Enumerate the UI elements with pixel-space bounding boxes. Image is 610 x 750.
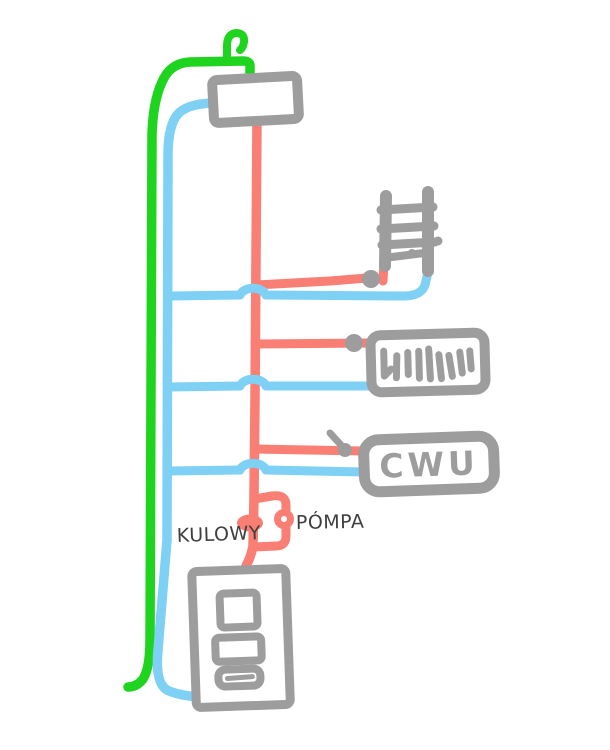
towel-radiator-rung-3 [377, 237, 440, 250]
towel-radiator-valve-icon [362, 270, 380, 288]
towel-radiator-knob-icon [433, 236, 443, 246]
supply-branch-towel-radiator [251, 273, 372, 290]
supply-main-pipe [239, 113, 262, 579]
expansion-tank-body [207, 71, 304, 128]
cwu-valve-icon [338, 443, 352, 457]
return-branch-towel-radiator [165, 267, 433, 301]
towel-radiator-rung-4 [380, 249, 428, 262]
panel-radiator-fin-9 [466, 347, 475, 373]
cwu-tank: CWU [358, 430, 500, 498]
vent-pipe-group [123, 29, 255, 692]
panel-radiator-fin-7 [445, 351, 456, 380]
boiler-hatch-middle [211, 632, 266, 666]
cwu-valve-lever-icon [326, 429, 345, 449]
panel-radiator-fin-3 [404, 349, 412, 378]
towel-radiator-rung-1 [376, 202, 438, 215]
boiler-hatch-bottom-slot [224, 674, 255, 681]
cwu-tank-label: CWU [379, 443, 480, 485]
panel-radiator [365, 327, 491, 398]
panel-radiator-fin-6 [435, 351, 445, 383]
expansion-tank [207, 71, 304, 128]
boiler [187, 564, 295, 712]
vent-pipe [123, 56, 255, 692]
panel-radiator-fin-8 [456, 348, 466, 377]
cwu-tank-body [358, 430, 500, 498]
return-branch-cwu [163, 458, 369, 477]
return-branch-panel-radiator [164, 374, 377, 392]
return-main-pipe [152, 98, 217, 702]
pump-icon [274, 509, 294, 529]
label-ball-valve: KULOWY [176, 522, 261, 547]
label-pump: PÓMPA [296, 509, 365, 534]
panel-radiator-fin-2 [392, 352, 401, 382]
ball-valve-icon [237, 514, 263, 532]
panel-radiator-fin-5 [425, 345, 434, 383]
return-pipes-group [152, 98, 433, 702]
towel-radiator-rung-2 [376, 221, 439, 234]
towel-radiator [376, 186, 443, 277]
vent-curl-icon [223, 29, 249, 66]
supply-pipes-group [239, 113, 389, 579]
boiler-hatch-top [215, 588, 262, 632]
panel-radiator-valve-icon [345, 334, 363, 352]
fittings-group [237, 270, 380, 532]
towel-radiator-dot-icon [408, 249, 416, 257]
panel-radiator-fin-4 [415, 347, 423, 382]
panel-radiator-fin-1 [380, 347, 395, 380]
